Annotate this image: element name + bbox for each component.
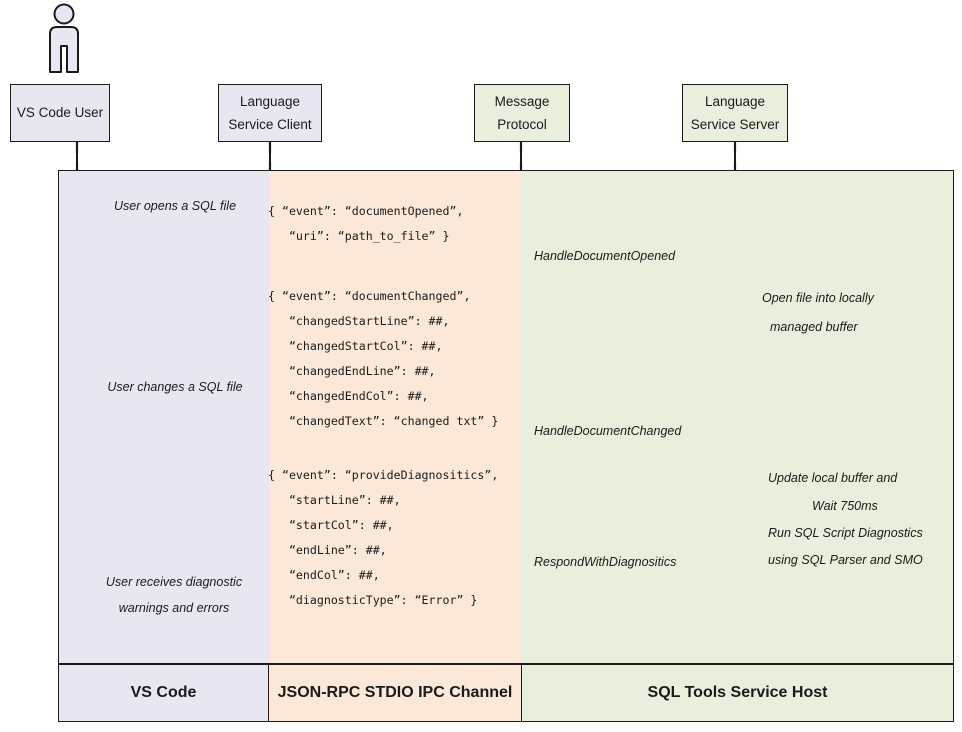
- payload-line: “startCol”: ##,: [268, 518, 394, 532]
- label-user-receives-diagnostics-line1: User receives diagnostic: [105, 575, 243, 589]
- payload-line: “changedEndCol”: ##,: [268, 389, 429, 403]
- participant-label-line2: Service Client: [228, 116, 312, 132]
- payload-line: “uri”: “path_to_file” }: [268, 229, 450, 243]
- footer-jsonrpc[interactable]: JSON-RPC STDIO IPC Channel: [269, 665, 522, 721]
- participant-message-protocol[interactable]: Message Protocol: [474, 84, 570, 142]
- label-handle-document-changed: HandleDocumentChanged: [534, 424, 682, 438]
- participant-label-line1: Message: [494, 94, 550, 109]
- note-run-diagnostics-line1: Run SQL Script Diagnostics: [768, 526, 923, 540]
- participant-label-line2: Service Server: [690, 116, 780, 132]
- payload-line: { “event”: “provideDiagnositics”,: [268, 468, 499, 482]
- footer-bar: VS Code JSON-RPC STDIO IPC Channel SQL T…: [58, 664, 954, 722]
- participant-label-line1: VS Code User: [16, 105, 104, 121]
- payload-line: “endCol”: ##,: [268, 568, 380, 582]
- payload-provide-diagnositics: { “event”: “provideDiagnositics”, “start…: [268, 463, 498, 613]
- participant-vs-code-user[interactable]: VS Code User: [10, 84, 110, 142]
- participant-label-line2: Protocol: [497, 116, 547, 132]
- payload-line: “changedStartLine”: ##,: [268, 314, 450, 328]
- person-icon: [49, 3, 79, 73]
- participant-language-service-server[interactable]: Language Service Server: [682, 84, 788, 142]
- label-user-opens-sql-file: User opens a SQL file: [113, 199, 237, 213]
- payload-document-opened: { “event”: “documentOpened”, “uri”: “pat…: [268, 199, 463, 249]
- diagram-bands: [58, 170, 954, 664]
- label-handle-document-opened: HandleDocumentOpened: [534, 249, 676, 263]
- label-user-receives-diagnostics-line2: warnings and errors: [118, 601, 230, 615]
- payload-line: “changedText”: “changed txt” }: [268, 414, 499, 428]
- payload-document-changed: { “event”: “documentChanged”, “changedSt…: [268, 284, 498, 434]
- participant-label-line1: Language: [704, 94, 766, 109]
- payload-line: { “event”: “documentOpened”,: [268, 204, 464, 218]
- note-open-file-line2: managed buffer: [770, 320, 858, 334]
- footer-vs-code[interactable]: VS Code: [59, 665, 269, 721]
- payload-line: “diagnosticType”: “Error” }: [268, 593, 478, 607]
- footer-sql-tools[interactable]: SQL Tools Service Host: [522, 665, 953, 721]
- label-respond-with-diagnositics: RespondWithDiagnositics: [534, 555, 677, 569]
- label-user-changes-sql-file: User changes a SQL file: [107, 380, 243, 394]
- note-update-buffer-line1: Update local buffer and: [768, 471, 898, 485]
- payload-line: “changedStartCol”: ##,: [268, 339, 443, 353]
- band-ipc-channel: [269, 171, 522, 663]
- participant-label-line1: Language: [239, 94, 301, 109]
- note-open-file-line1: Open file into locally: [762, 291, 874, 305]
- band-sql-tools-host: [522, 171, 953, 663]
- payload-line: { “event”: “documentChanged”,: [268, 289, 471, 303]
- payload-line: “changedEndLine”: ##,: [268, 364, 436, 378]
- participant-language-service-client[interactable]: Language Service Client: [218, 84, 322, 142]
- payload-line: “startLine”: ##,: [268, 493, 401, 507]
- band-vs-code: [59, 171, 269, 663]
- note-update-buffer-line2: Wait 750ms: [812, 499, 878, 513]
- payload-line: “endLine”: ##,: [268, 543, 387, 557]
- note-run-diagnostics-line2: using SQL Parser and SMO: [768, 553, 923, 567]
